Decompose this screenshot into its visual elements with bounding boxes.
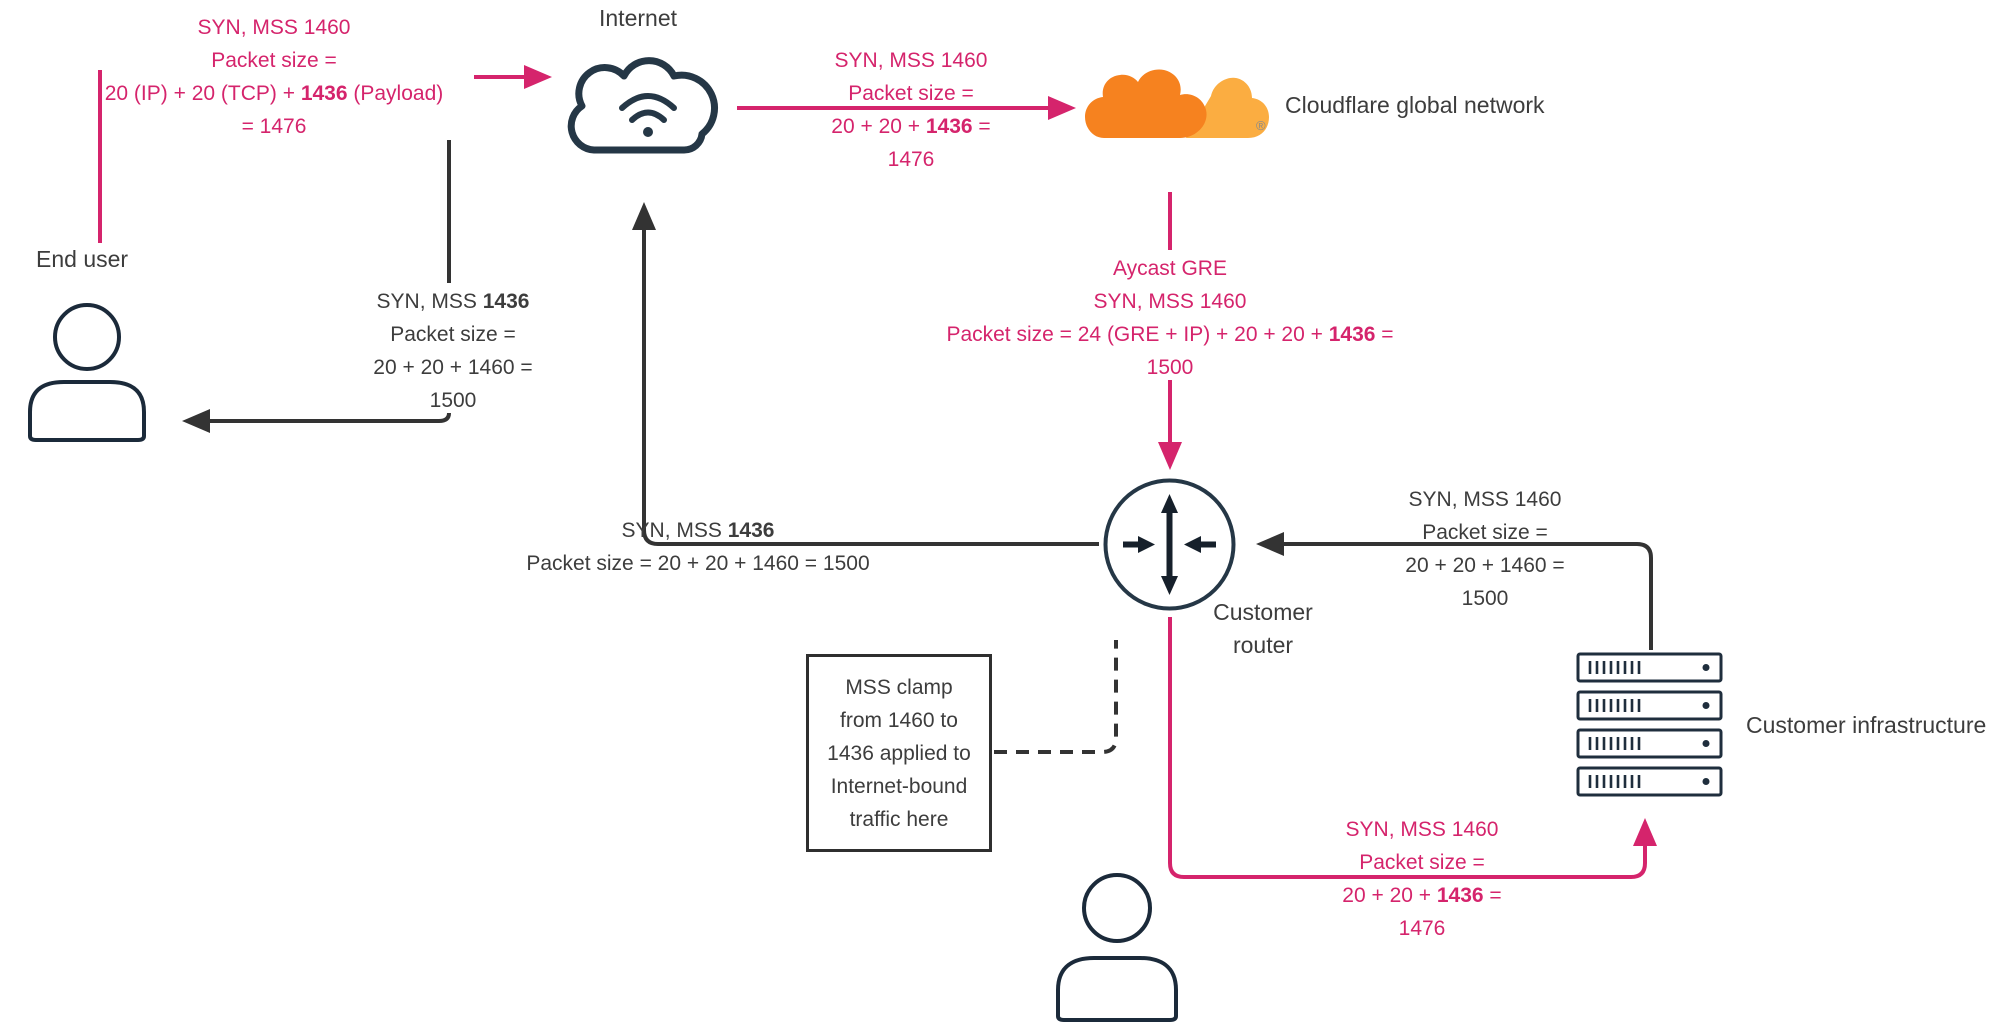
cloudflare-registered-mark: ®: [1256, 118, 1266, 133]
customer-infrastructure-label: Customer infrastructure: [1746, 712, 1987, 738]
customer-router-icon: [1103, 478, 1236, 611]
end-user-label: End user: [36, 246, 129, 272]
internet-cloud-icon: [567, 57, 718, 154]
cloudflare-label: Cloudflare global network: [1285, 92, 1545, 118]
arrow-router-to-internet: [632, 202, 1099, 546]
bottom-person-icon: [1056, 873, 1178, 1022]
arrow-router-to-infrastructure: [1168, 617, 1657, 879]
clamp-note-connector-dashed-line: [994, 640, 1118, 754]
end-user-person-icon: [28, 303, 146, 442]
arrow-infrastructure-to-router: [1256, 532, 1653, 650]
arrow-internet-to-enduser-head: [182, 409, 451, 433]
customer-infrastructure-servers-icon: [1576, 652, 1723, 797]
cloudflare-logo-icon: [1085, 69, 1269, 138]
internet-label: Internet: [599, 5, 677, 31]
